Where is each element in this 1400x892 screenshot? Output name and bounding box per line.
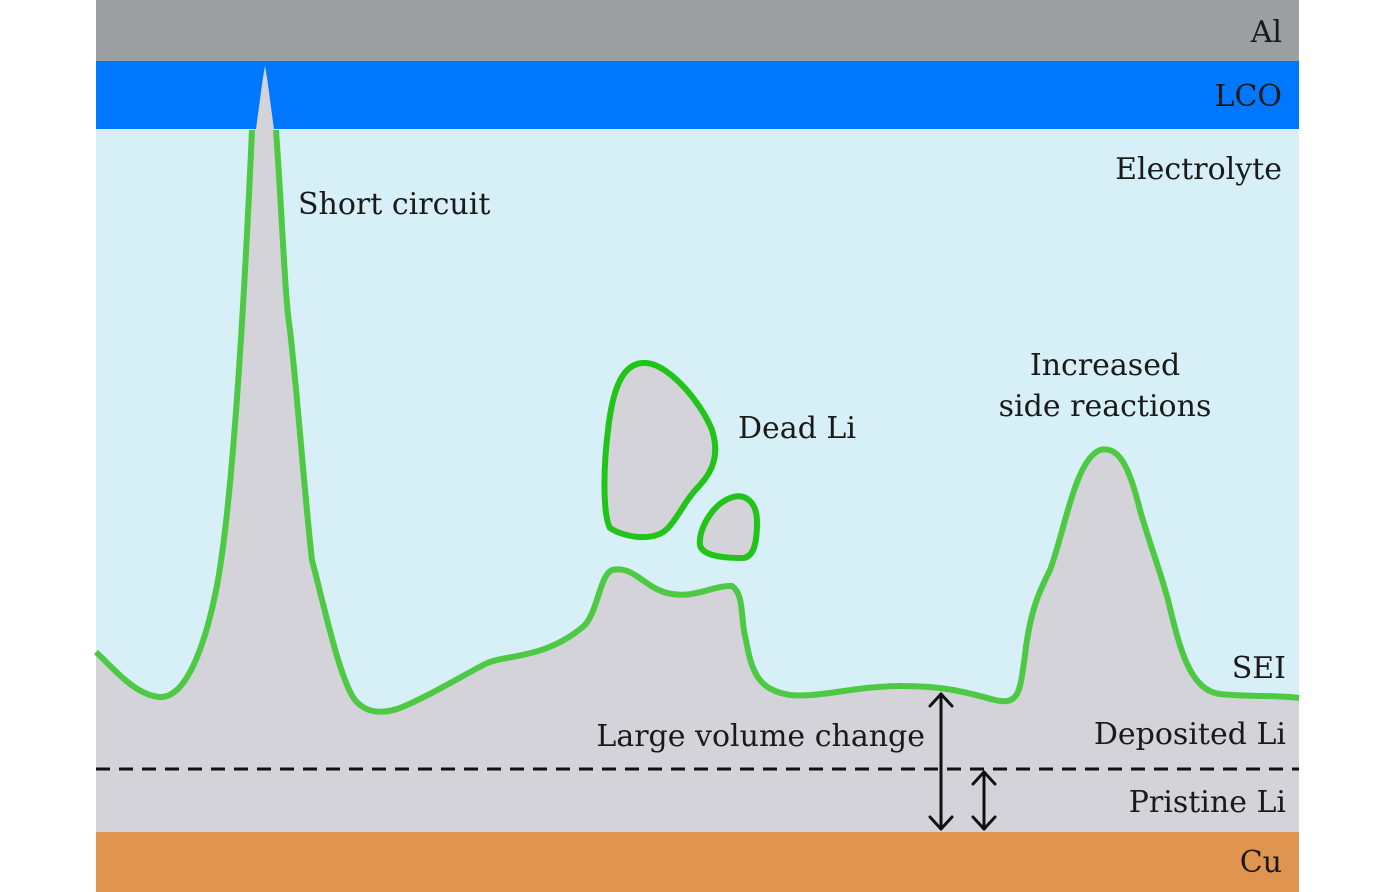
dead-li-large-particle bbox=[601, 359, 719, 541]
label-cu: Cu bbox=[1240, 845, 1282, 880]
label-electrolyte: Electrolyte bbox=[1115, 152, 1282, 187]
dendrite-tip bbox=[256, 66, 274, 129]
label-lco: LCO bbox=[1215, 79, 1282, 114]
label-side-reactions-line1: Increased bbox=[1030, 348, 1180, 383]
al-current-collector bbox=[96, 0, 1299, 61]
dead-li-small-particle bbox=[696, 493, 760, 561]
pristine-thickness-arrow bbox=[971, 770, 997, 831]
label-large-volume-change: Large volume change bbox=[596, 719, 925, 754]
label-pristine-li: Pristine Li bbox=[1129, 785, 1286, 820]
label-dead-li: Dead Li bbox=[738, 411, 856, 446]
label-al: Al bbox=[1250, 15, 1282, 50]
large-volume-change-arrow bbox=[928, 692, 954, 831]
label-short-circuit: Short circuit bbox=[298, 187, 490, 222]
lco-cathode-layer bbox=[96, 61, 1299, 129]
lithium-deposit-body bbox=[96, 66, 1299, 832]
label-deposited-li: Deposited Li bbox=[1094, 717, 1286, 752]
label-sei: SEI bbox=[1232, 651, 1286, 686]
sei-layer-line bbox=[93, 129, 1300, 715]
cu-current-collector bbox=[96, 832, 1299, 892]
label-side-reactions-line2: side reactions bbox=[999, 389, 1212, 424]
